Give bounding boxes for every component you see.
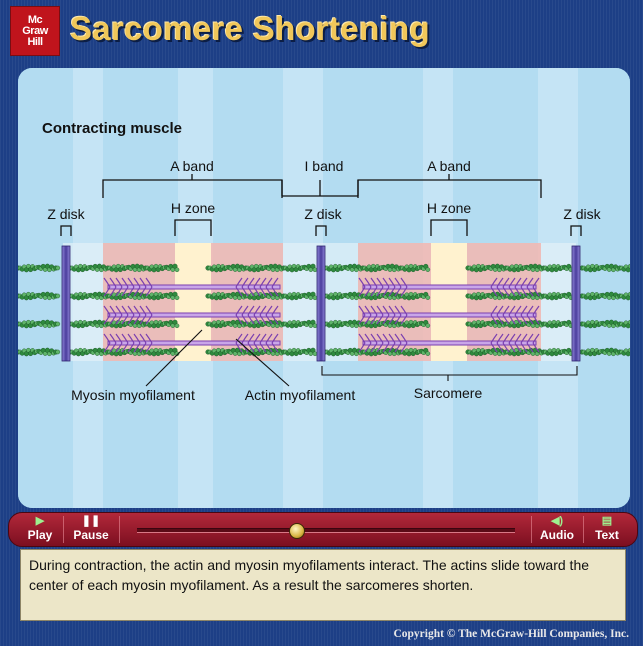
document-icon: ▤ <box>601 515 613 527</box>
pause-button[interactable]: ❚❚ Pause <box>67 515 115 544</box>
actin-filament <box>205 263 318 273</box>
actin-filament <box>465 319 574 329</box>
actin-filament <box>18 347 61 357</box>
animation-stage: Contracting muscle A band I band A band … <box>18 68 630 508</box>
myosin-heads <box>358 333 540 353</box>
myosin-heads <box>358 305 540 325</box>
myosin-heads <box>103 333 279 353</box>
z-disk-right <box>571 245 581 362</box>
actin-filament <box>18 291 61 301</box>
myosin-shaft <box>107 340 281 346</box>
myosin-shaft <box>362 284 537 290</box>
actin-filament <box>579 347 630 357</box>
actin-filament <box>18 263 61 273</box>
actin-filament <box>322 347 431 357</box>
i-band-label: I band <box>305 158 344 174</box>
sarcomere-label: Sarcomere <box>414 385 483 401</box>
actin-filament <box>322 263 431 273</box>
progress-knob[interactable] <box>288 523 305 539</box>
actin-filament <box>465 291 574 301</box>
actin-filament <box>322 291 431 301</box>
h-zone-label-right: H zone <box>427 200 472 216</box>
playback-controls: ▶ Play ❚❚ Pause ◀) Audio ▤ Text <box>8 512 638 547</box>
myosin-heads <box>103 305 279 325</box>
myosin-shaft <box>107 284 281 290</box>
progress-slider[interactable] <box>137 523 515 539</box>
myosin-heads <box>358 277 540 297</box>
z-disk-label-middle: Z disk <box>304 206 342 222</box>
sarcomere-diagram: Contracting muscle A band I band A band … <box>18 68 630 508</box>
caption-text: During contraction, the actin and myosin… <box>20 549 626 621</box>
text-button[interactable]: ▤ Text <box>587 515 627 544</box>
h-zone-label-left: H zone <box>171 200 216 216</box>
i-band-bracket <box>281 180 359 197</box>
z-disk-label-right: Z disk <box>563 206 601 222</box>
audio-button[interactable]: ◀) Audio <box>535 515 579 544</box>
h-zone-bracket-left <box>174 219 212 236</box>
sarcomere-bracket <box>321 366 578 381</box>
actin-pointer <box>235 338 290 387</box>
play-button[interactable]: ▶ Play <box>19 515 61 544</box>
myosin-shaft <box>362 340 537 346</box>
z-disk-left <box>61 245 71 362</box>
separator <box>63 516 64 543</box>
z-disk-middle <box>316 245 326 362</box>
myosin-heads <box>103 277 279 297</box>
myosin-shaft <box>107 312 281 318</box>
myosin-label: Myosin myofilament <box>71 387 195 403</box>
actin-filament <box>579 291 630 301</box>
label-pointers <box>145 329 578 387</box>
actin-filament <box>67 263 180 273</box>
filament-layer <box>18 263 630 357</box>
z-disk-bracket-middle <box>315 225 327 236</box>
actin-filament <box>579 319 630 329</box>
a-band-label-right: A band <box>427 158 471 174</box>
speaker-icon: ◀) <box>550 515 564 527</box>
z-disk-bracket-right <box>570 225 582 236</box>
z-disk-bracket-left <box>60 225 72 236</box>
actin-label: Actin myofilament <box>245 387 356 403</box>
diagram-heading: Contracting muscle <box>42 120 182 137</box>
z-disk-label-left: Z disk <box>47 206 85 222</box>
header-bar: Mc Graw Hill Sarcomere Shortening <box>0 0 643 60</box>
pause-icon: ❚❚ <box>81 515 101 527</box>
actin-filament <box>18 319 61 329</box>
separator <box>531 516 532 543</box>
mcgraw-hill-logo: Mc Graw Hill <box>10 6 60 56</box>
actin-filament <box>322 319 431 329</box>
separator <box>583 516 584 543</box>
play-icon: ▶ <box>35 515 45 527</box>
z-disks <box>61 245 581 362</box>
myosin-pointer <box>145 329 203 387</box>
bracket-lines <box>60 174 582 236</box>
actin-filament <box>465 263 574 273</box>
myosin-shaft <box>362 312 537 318</box>
copyright-notice: Copyright © The McGraw-Hill Companies, I… <box>393 628 629 640</box>
page-title: Sarcomere Shortening <box>70 10 430 47</box>
a-band-label-left: A band <box>170 158 214 174</box>
separator <box>119 516 120 543</box>
h-zone-bracket-right <box>430 219 468 236</box>
